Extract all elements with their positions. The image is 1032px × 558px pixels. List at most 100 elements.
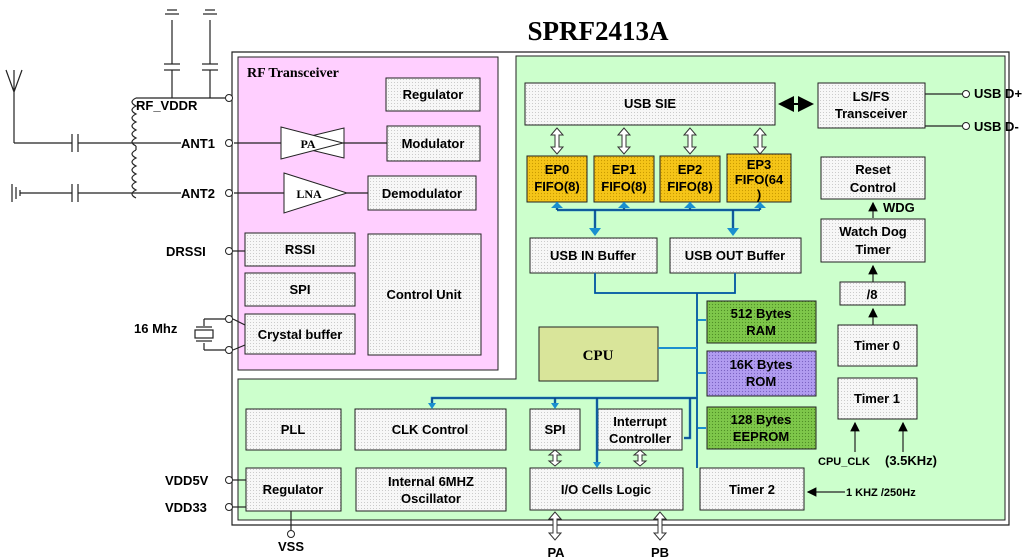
usb-dm-pin (962, 122, 970, 130)
rf-spi-label: SPI (290, 282, 311, 297)
timer2-label: Timer 2 (729, 482, 775, 497)
timer2-block (699, 467, 805, 511)
pa-port-label: PA (547, 545, 565, 558)
ep0-label-2: FIFO(8) (534, 179, 580, 194)
modulator-block (386, 125, 481, 162)
io-cells-block (529, 467, 684, 511)
clk-control-label: CLK Control (392, 422, 469, 437)
usb-in-buffer-block (529, 237, 658, 274)
ant1-label: ANT1 (181, 136, 215, 151)
peripheral-bus (428, 396, 697, 468)
ant2-pin (225, 189, 233, 197)
demodulator-block (367, 175, 477, 211)
lna-label: LNA (296, 187, 322, 201)
crystal-buffer-block (244, 313, 356, 355)
rf-regulator-block (385, 77, 481, 112)
ep3-label-1: EP3 (747, 157, 772, 172)
ls-fs-transceiver-label-2: Transceiver (835, 106, 907, 121)
interrupt-label-2: Controller (609, 431, 671, 446)
timer0-label: Timer 0 (854, 338, 900, 353)
rom-block (706, 350, 817, 397)
ram-block (706, 300, 817, 344)
cpu-block (538, 326, 659, 382)
ep3-label-3: ) (757, 187, 761, 202)
ram-label-1: 512 Bytes (731, 306, 792, 321)
timer1-block (837, 377, 918, 420)
pll-label: PLL (281, 422, 306, 437)
ep-buffer-bus (551, 202, 766, 236)
ep1-label-1: EP1 (612, 162, 637, 177)
drssi-pin (225, 247, 233, 255)
timer0-block (837, 324, 918, 367)
interrupt-label-1: Interrupt (613, 414, 667, 429)
eeprom-label-2: EEPROM (733, 429, 789, 444)
clk-control-block (354, 408, 507, 451)
drssi-label: DRSSI (166, 244, 206, 259)
vss-pin (287, 530, 295, 538)
pb-port-arrow (652, 511, 668, 541)
ep0-fifo-block (526, 155, 588, 203)
crystal-buffer-label: Crystal buffer (258, 327, 343, 342)
io-cells-label: I/O Cells Logic (561, 482, 651, 497)
vdd5v-label: VDD5V (165, 473, 209, 488)
usb-dm-label: USB D- (974, 119, 1019, 134)
ls-fs-transceiver-label-1: LS/FS (853, 89, 890, 104)
ep1-fifo-block (593, 155, 655, 203)
vss-label: VSS (278, 539, 304, 554)
wdg-label: WDG (883, 200, 915, 215)
ep1-label-2: FIFO(8) (601, 179, 647, 194)
rom-label-1: 16K Bytes (730, 357, 793, 372)
pa-label: PA (300, 137, 315, 151)
ep2-fifo-block (659, 155, 721, 203)
oscillator-block (355, 467, 507, 512)
xtal-label: 16 Mhz (134, 321, 178, 336)
ep3-fifo-block (726, 153, 792, 203)
usb-in-buffer-label: USB IN Buffer (550, 248, 636, 263)
eeprom-label-1: 128 Bytes (731, 412, 792, 427)
rf-vddr-label: RF_VDDR (136, 98, 198, 113)
ram-label-2: RAM (746, 323, 776, 338)
control-unit-label: Control Unit (386, 287, 462, 302)
usb-sie-label: USB SIE (624, 96, 676, 111)
ep2-label-2: FIFO(8) (667, 179, 713, 194)
ant1-pin (225, 139, 233, 147)
crystal-symbol (194, 318, 225, 351)
rom-label-2: ROM (746, 374, 776, 389)
chip-title: SPRF2413A (528, 16, 670, 46)
pb-port-label: PB (651, 545, 669, 558)
rssi-block (244, 232, 356, 267)
usb-out-buffer-label: USB OUT Buffer (685, 248, 785, 263)
usb-dp-pin (962, 90, 970, 98)
ep3-label-2: FIFO(64 (735, 172, 784, 187)
reset-control-label-1: Reset (855, 162, 891, 177)
osc-label-2: Oscillator (401, 491, 461, 506)
bottom-regulator-label: Regulator (263, 482, 324, 497)
usb-out-buffer-block (669, 237, 802, 274)
watchdog-label-2: Timer (855, 242, 890, 257)
reset-control-label-2: Control (850, 180, 896, 195)
interrupt-controller-block (597, 408, 683, 451)
ep0-label-1: EP0 (545, 162, 570, 177)
div8-label: /8 (867, 287, 878, 302)
control-unit-block (367, 233, 482, 356)
cpu-label: CPU (583, 348, 614, 364)
rf-spi-block (244, 272, 356, 307)
rssi-label: RSSI (285, 242, 315, 257)
xtal-pin-1 (225, 315, 233, 323)
vdd33-pin (225, 503, 233, 511)
bottom-spi-block (529, 408, 581, 451)
usb-dp-label: USB D+ (974, 86, 1022, 101)
rf-vddr-pin (225, 94, 233, 102)
eeprom-block (706, 406, 817, 450)
usb-sie-block (524, 82, 776, 126)
rf-transceiver-label: RF Transceiver (247, 66, 339, 81)
ls-fs-transceiver-block (817, 82, 926, 129)
cpu-clk-label: CPU_CLK (818, 456, 870, 468)
div8-block (839, 281, 906, 306)
watchdog-label-1: Watch Dog (839, 224, 906, 239)
ep2-label-1: EP2 (678, 162, 703, 177)
osc-label-1: Internal 6MHZ (388, 474, 474, 489)
rf-regulator-label: Regulator (403, 87, 464, 102)
ant2-label: ANT2 (181, 186, 215, 201)
